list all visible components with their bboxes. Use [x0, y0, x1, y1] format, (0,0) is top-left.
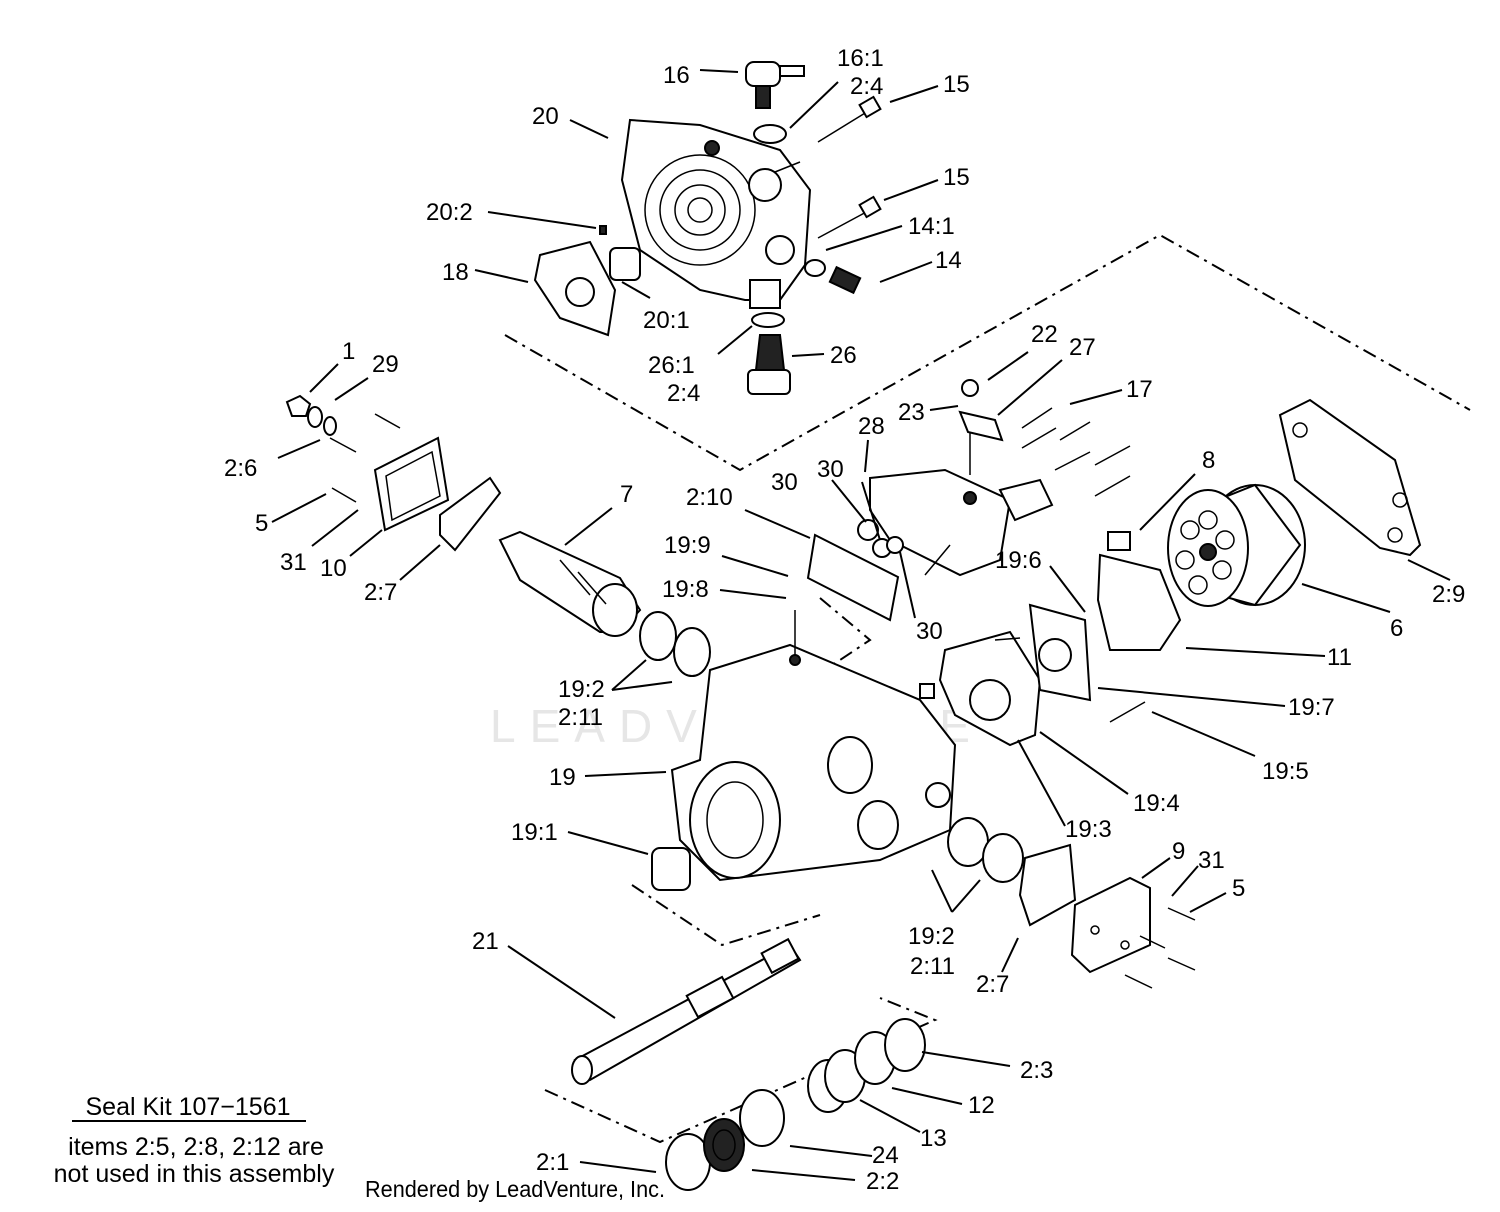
callout-10: 10: [320, 555, 347, 582]
callout-2-11: 2:11: [558, 704, 603, 731]
callout-17: 17: [1126, 376, 1153, 403]
callout-19: 19: [549, 764, 576, 791]
part-plate-18: [533, 225, 617, 337]
callout-21: 21: [472, 928, 499, 955]
seal-kit-line2: not used in this assembly: [54, 1160, 335, 1188]
callout-2-7: 2:7: [976, 971, 1009, 998]
callout-5: 5: [1232, 875, 1245, 902]
part-gasket-2-9: [1278, 398, 1422, 557]
part-housing-20: [620, 118, 812, 309]
callout-19-1: 19:1: [511, 819, 558, 846]
callout-2-2: 2:2: [866, 1168, 899, 1195]
part-main-housing-19: [670, 610, 957, 882]
part-gasket-2-7-right: [1018, 843, 1077, 927]
part-plate-19-6: [1028, 603, 1092, 702]
callout-19-6: 19:6: [995, 547, 1042, 574]
callout-15: 15: [943, 71, 970, 98]
part-shaft-21: [571, 937, 802, 1085]
part-gasket-2-10: [806, 533, 900, 622]
callout-5: 5: [255, 510, 268, 537]
part-control-block-28: [869, 468, 1054, 577]
callout-30: 30: [771, 469, 798, 496]
callout-14: 14: [935, 247, 962, 274]
part-end-cap-19-4: [919, 630, 1042, 747]
seal-kit-title: Seal Kit 107−1561: [85, 1093, 290, 1121]
callout-26: 26: [830, 342, 857, 369]
callout-19-7: 19:7: [1288, 694, 1335, 721]
callout-2-3: 2:3: [1020, 1057, 1053, 1084]
callout-8: 8: [1202, 447, 1215, 474]
seal-kit-note: Seal Kit 107−1561 items 2:5, 2:8, 2:12 a…: [54, 1093, 335, 1188]
callout-19-5: 19:5: [1262, 758, 1309, 785]
part-orings-19-2-bot: [947, 817, 1024, 883]
callout-13: 13: [920, 1125, 947, 1152]
callout-6: 6: [1390, 615, 1403, 642]
callout-14-1: 14:1: [908, 213, 955, 240]
callout-1: 1: [342, 338, 355, 365]
callout-11: 11: [1327, 644, 1352, 671]
callout-2-6: 2:6: [224, 455, 257, 482]
part-bushing-20-1: [609, 247, 641, 281]
part-valve-26: [747, 312, 791, 395]
callout-16-1: 16:1: [837, 45, 884, 72]
callout-26-1: 26:1: [648, 352, 695, 379]
callout-2-9: 2:9: [1432, 581, 1465, 608]
callout-31: 31: [1198, 847, 1225, 874]
callout-19-2: 19:2: [558, 676, 605, 703]
callout-31: 31: [280, 549, 307, 576]
callout-15: 15: [943, 164, 970, 191]
callout-20: 20: [532, 103, 559, 130]
callout-2-10: 2:10: [686, 484, 733, 511]
callout-9: 9: [1172, 838, 1185, 865]
callout-2-4: 2:4: [667, 380, 700, 407]
part-screws-17: [1021, 407, 1131, 497]
part-gasket-2-7-left: [439, 476, 502, 552]
callout-19-4: 19:4: [1133, 790, 1180, 817]
callout-2-7: 2:7: [364, 579, 397, 606]
callout-12: 12: [968, 1092, 995, 1119]
callout-20-2: 20:2: [426, 199, 473, 226]
part-bolts-15: [774, 95, 882, 239]
callout-29: 29: [372, 351, 399, 378]
callout-30: 30: [817, 456, 844, 483]
part-bearing-19-1: [651, 847, 691, 891]
part-valve-16: [745, 61, 805, 144]
callout-16: 16: [663, 62, 690, 89]
part-screw-19-5: [1109, 701, 1146, 723]
part-spool-7: [498, 530, 642, 637]
callout-24: 24: [872, 1142, 899, 1169]
part-rotating-group-6: [1167, 483, 1306, 607]
part-bracket-27: [958, 379, 1004, 475]
callout-27: 27: [1069, 334, 1096, 361]
callout-2-4: 2:4: [850, 73, 883, 100]
render-credit: Rendered by LeadVenture, Inc.: [365, 1176, 665, 1202]
callout-23: 23: [898, 399, 925, 426]
callout-19-3: 19:3: [1065, 816, 1112, 843]
part-cover-10: [285, 394, 450, 532]
part-plug-14: [804, 259, 862, 295]
callout-18: 18: [442, 259, 469, 286]
part-orings-19-2-top: [639, 611, 711, 677]
callout-19-2: 19:2: [908, 923, 955, 950]
callout-30: 30: [916, 618, 943, 645]
callout-2-1: 2:1: [536, 1149, 569, 1176]
callout-19-8: 19:8: [662, 576, 709, 603]
callout-28: 28: [858, 413, 885, 440]
callout-22: 22: [1031, 321, 1058, 348]
callout-19-9: 19:9: [664, 532, 711, 559]
seal-kit-line1: items 2:5, 2:8, 2:12 are: [68, 1133, 324, 1161]
part-plugs-30: [857, 519, 904, 558]
callout-labels: 16 16:1 2:4 15 20 15 20:2 14:1 18 14 20:…: [224, 45, 1465, 1195]
leader-lines: [271, 69, 1451, 1181]
callout-7: 7: [620, 481, 633, 508]
callout-2-11: 2:11: [910, 953, 955, 980]
part-swashplate-11: [1096, 531, 1182, 651]
callout-20-1: 20:1: [643, 307, 690, 334]
part-seal-rings: [665, 1018, 926, 1191]
part-cover-9: [1070, 876, 1196, 989]
